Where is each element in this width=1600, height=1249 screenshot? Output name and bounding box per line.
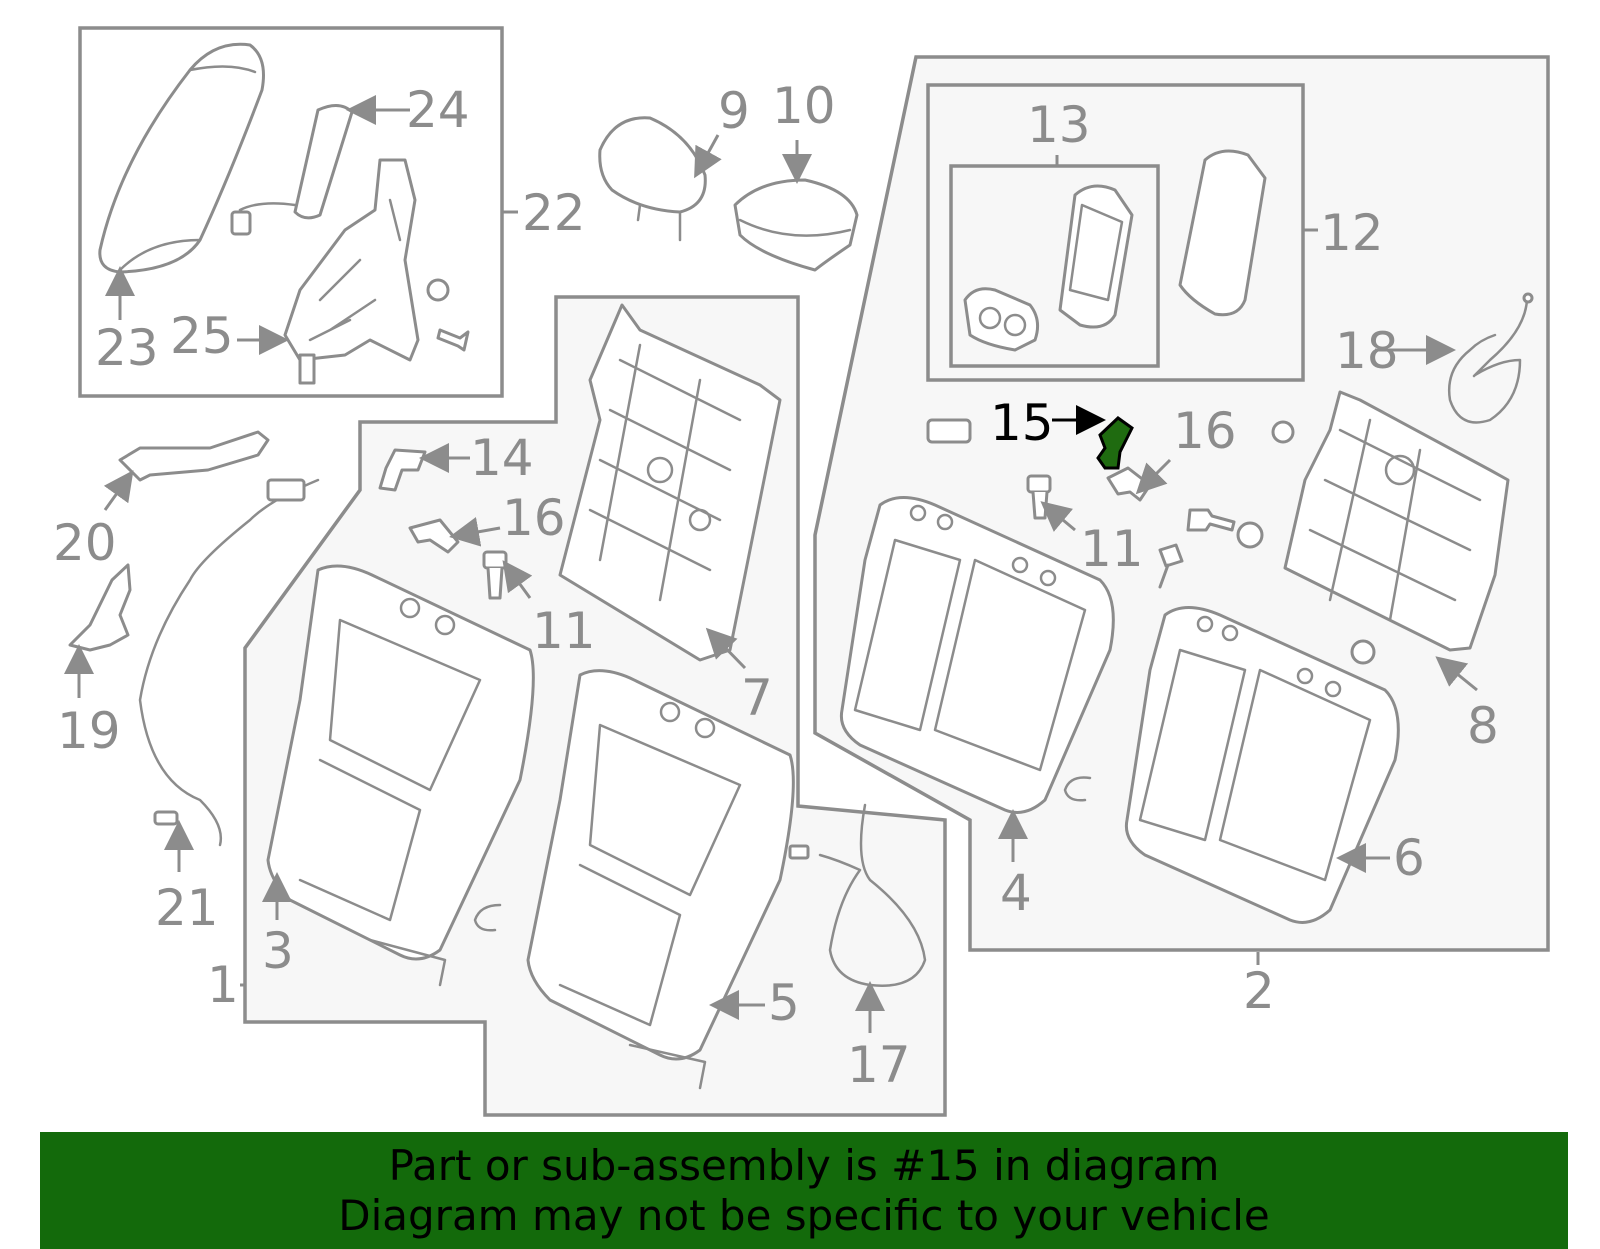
callout-21: 21 — [155, 879, 219, 937]
armrest-frame-part-25 — [283, 158, 470, 385]
callout-17: 17 — [847, 1036, 911, 1094]
callout-11-right: 11 — [1080, 520, 1144, 578]
callout-22: 22 — [522, 184, 586, 242]
callout-25: 25 — [170, 307, 234, 365]
c-clip-left — [473, 903, 502, 932]
callout-labels: 1 2 3 4 5 6 7 8 9 10 11 11 12 13 14 15 1… — [53, 77, 1499, 1094]
clip-near-15 — [926, 418, 972, 444]
info-banner: Part or sub-assembly is #15 in diagram D… — [40, 1132, 1568, 1249]
callout-13: 13 — [1027, 96, 1091, 154]
callout-19: 19 — [57, 702, 121, 760]
callout-18: 18 — [1335, 322, 1399, 380]
seatback-cushion-part-4 — [839, 496, 1115, 814]
bracket-part-19 — [68, 563, 132, 652]
parts-diagram: 1 2 3 4 5 6 7 8 9 10 11 11 12 13 14 15 1… — [53, 26, 1550, 1117]
cable-part-18 — [1447, 292, 1534, 424]
callout-12: 12 — [1320, 204, 1384, 262]
callout-16-right: 16 — [1173, 402, 1237, 460]
seatback-cushion-part-3 — [266, 564, 535, 987]
c-clip-right — [1063, 776, 1092, 802]
banner-line-1: Part or sub-assembly is #15 in diagram — [388, 1140, 1220, 1190]
callout-7: 7 — [741, 669, 773, 727]
callout-10: 10 — [772, 77, 836, 135]
headrest-part-9 — [598, 116, 707, 242]
callout-15: 15 — [990, 394, 1054, 452]
cupholder-part-13 — [963, 184, 1134, 352]
callout-20: 20 — [53, 514, 117, 572]
headrest-cover-part-10 — [733, 178, 859, 272]
clip-part-16-left — [408, 518, 460, 554]
group-box-13 — [949, 164, 1160, 368]
pin-part-11-left — [482, 550, 508, 600]
cable-part-21 — [138, 478, 320, 847]
callout-23: 23 — [95, 319, 159, 377]
armrest-cover-part-12 — [1178, 149, 1267, 317]
bracket-part-20 — [118, 430, 270, 482]
callout-6: 6 — [1393, 829, 1425, 887]
callout-2: 2 — [1243, 962, 1275, 1020]
armrest-pad-part-23 — [98, 42, 265, 274]
callout-24: 24 — [406, 81, 470, 139]
callout-3: 3 — [262, 922, 294, 980]
seatback-frame-part-8 — [1283, 390, 1510, 652]
callout-16-left: 16 — [502, 489, 566, 547]
seatback-cushion-part-6 — [1124, 606, 1400, 924]
callout-5: 5 — [768, 974, 800, 1032]
banner-line-2: Diagram may not be specific to your vehi… — [338, 1190, 1270, 1240]
callout-9: 9 — [718, 82, 750, 140]
armrest-cushion-part-24 — [230, 104, 354, 236]
callout-14: 14 — [470, 429, 534, 487]
callout-1: 1 — [207, 956, 239, 1014]
seatback-cushion-part-5 — [526, 669, 795, 1090]
bracket-part-15-highlighted — [1096, 416, 1134, 470]
callout-4: 4 — [1000, 864, 1032, 922]
leader-arrows — [64, 95, 1478, 1033]
fasteners-right — [1158, 420, 1376, 665]
callout-8: 8 — [1467, 697, 1499, 755]
group-box-12 — [926, 83, 1305, 382]
callout-11-left: 11 — [532, 602, 596, 660]
